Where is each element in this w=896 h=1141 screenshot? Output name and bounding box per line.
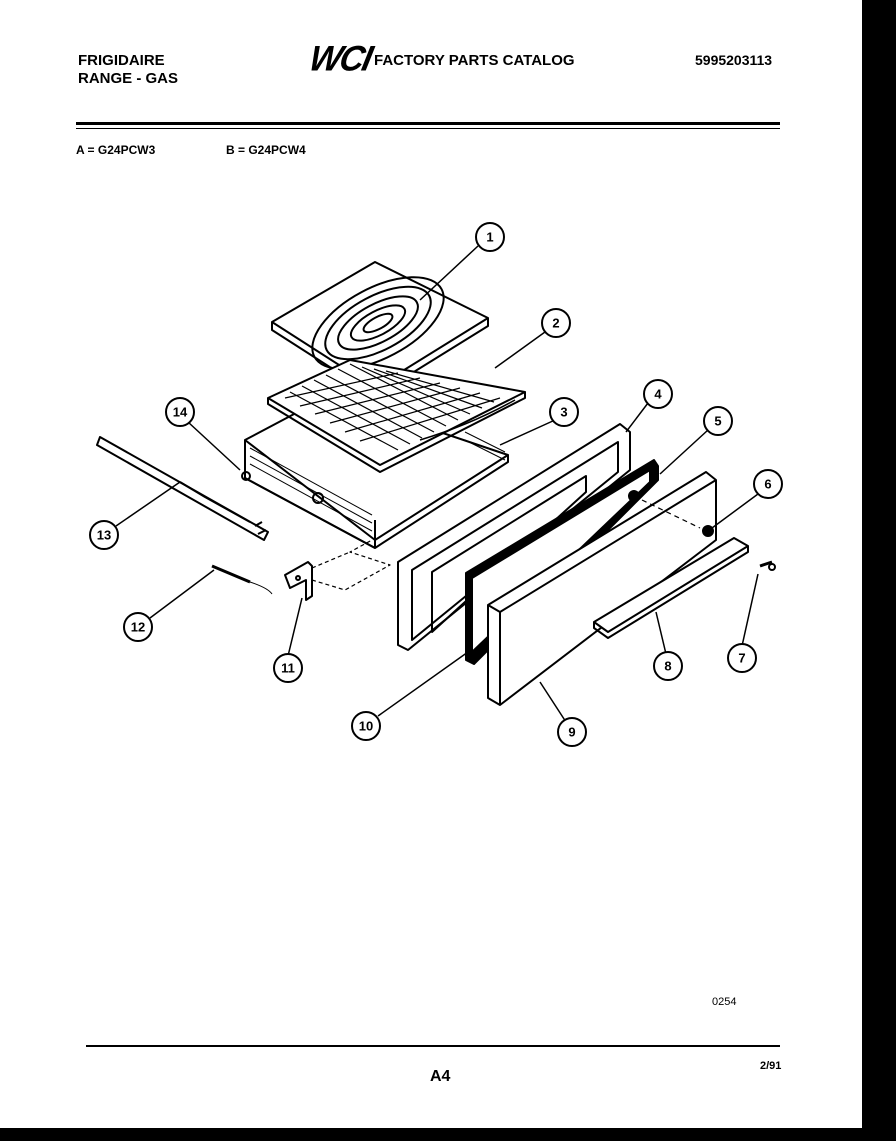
callout-1 bbox=[475, 222, 505, 252]
model-b-label: B = G24PCW4 bbox=[226, 143, 306, 157]
callout-8 bbox=[653, 651, 683, 681]
callout-11 bbox=[273, 653, 303, 683]
broiler-pan-grid bbox=[267, 359, 526, 473]
callout-label: 6 bbox=[764, 477, 771, 492]
brand-name: FRIGIDAIRE bbox=[78, 52, 165, 69]
callout-label: 8 bbox=[664, 659, 671, 674]
callout-label: 10 bbox=[359, 719, 373, 734]
drawer-screw bbox=[241, 471, 251, 481]
header-rule-thick bbox=[76, 122, 780, 125]
broiler-drawer-body bbox=[244, 394, 509, 549]
callout-label: 12 bbox=[131, 620, 145, 635]
revision-date: 2/91 bbox=[760, 1060, 782, 1072]
callout-6 bbox=[753, 469, 783, 499]
callout-13 bbox=[89, 520, 119, 550]
callout-3 bbox=[549, 397, 579, 427]
callout-label: 14 bbox=[173, 405, 188, 420]
callout-14 bbox=[165, 397, 195, 427]
callout-2 bbox=[541, 308, 571, 338]
brand-block: FRIGIDAIRE RANGE - GAS bbox=[78, 52, 178, 88]
drawer-bracket bbox=[284, 561, 313, 601]
callout-4 bbox=[643, 379, 673, 409]
handle-screw bbox=[759, 560, 776, 571]
callout-10 bbox=[351, 711, 381, 741]
callout-7 bbox=[727, 643, 757, 673]
drawer-bumper bbox=[702, 525, 714, 537]
callout-label: 2 bbox=[552, 316, 559, 331]
model-a-label: A = G24PCW3 bbox=[76, 143, 156, 157]
callout-label: 9 bbox=[568, 725, 575, 740]
callout-12 bbox=[123, 612, 153, 642]
callout-label: 13 bbox=[97, 528, 111, 543]
catalog-title: FACTORY PARTS CATALOG bbox=[374, 52, 575, 69]
callout-label: 3 bbox=[560, 405, 567, 420]
drawer-front-frame bbox=[397, 423, 631, 651]
product-type: RANGE - GAS bbox=[78, 70, 179, 87]
catalog-number: 5995203113 bbox=[695, 52, 773, 68]
callout-label: 4 bbox=[654, 387, 662, 402]
footer-rule bbox=[86, 1045, 780, 1047]
drawer-spring bbox=[211, 564, 273, 595]
callout-label: 7 bbox=[738, 651, 745, 666]
callout-label: 11 bbox=[281, 661, 295, 676]
callout-5 bbox=[703, 406, 733, 436]
callout-label: 5 bbox=[714, 414, 721, 429]
page-label: A4 bbox=[430, 1068, 451, 1085]
header-rule-thin bbox=[76, 128, 780, 129]
drawer-front-panel bbox=[487, 471, 717, 706]
drawer-handle bbox=[593, 537, 749, 639]
callout-9 bbox=[557, 717, 587, 747]
callout-label: 1 bbox=[486, 230, 493, 245]
assembly-guide-line bbox=[311, 539, 391, 591]
drawer-slide-rail bbox=[96, 436, 269, 541]
drawing-code: 0254 bbox=[712, 996, 737, 1008]
